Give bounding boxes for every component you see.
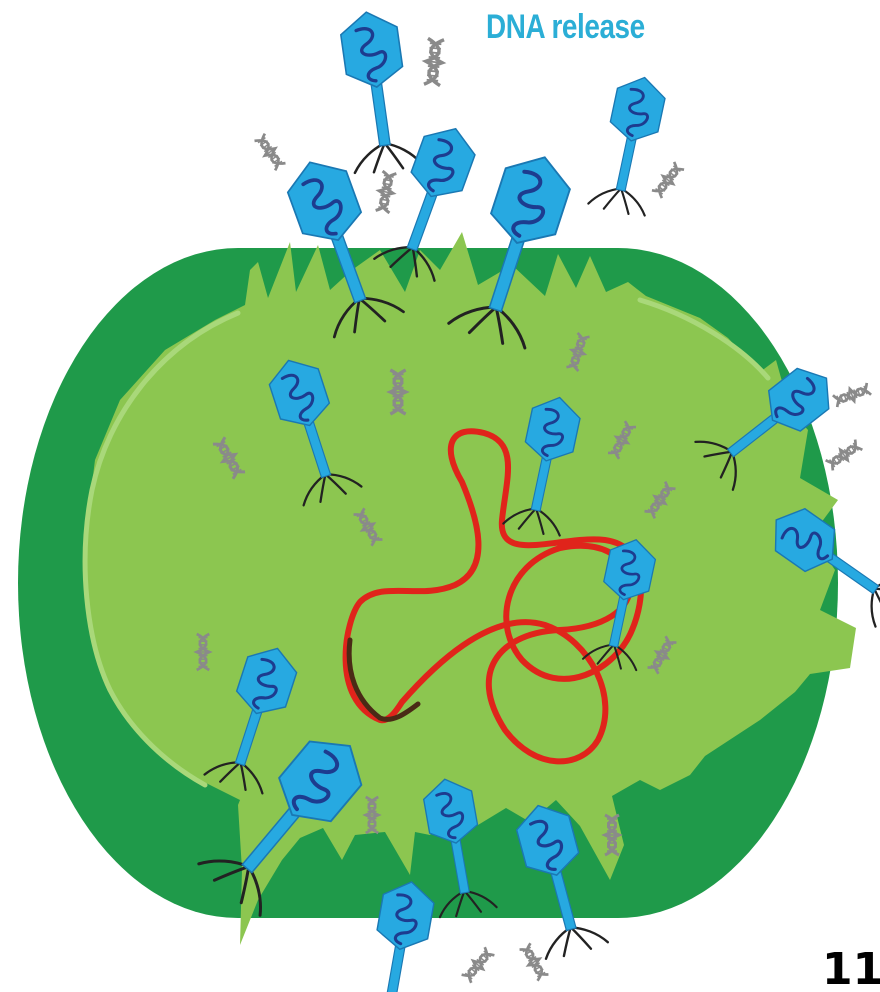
dna-fragment <box>826 440 863 471</box>
phage-capsid <box>406 120 481 206</box>
dna-fragment <box>652 162 684 198</box>
dna-release-label: DNA release <box>486 8 645 47</box>
phage-tail <box>370 78 390 146</box>
dna-fragment <box>424 38 444 85</box>
dna-fragment <box>376 171 397 213</box>
bacteriophage <box>333 7 422 174</box>
phage-capsid <box>281 152 368 251</box>
phage-capsid <box>485 147 577 253</box>
dna-fragment <box>255 134 286 171</box>
page-number: 11 <box>822 944 880 992</box>
phage-tail <box>407 187 438 251</box>
dna-fragment <box>462 947 495 983</box>
phage-capsid <box>607 72 668 145</box>
dna-fragment <box>833 383 871 407</box>
dna-fragment <box>520 943 549 980</box>
phage-tail <box>616 133 637 191</box>
